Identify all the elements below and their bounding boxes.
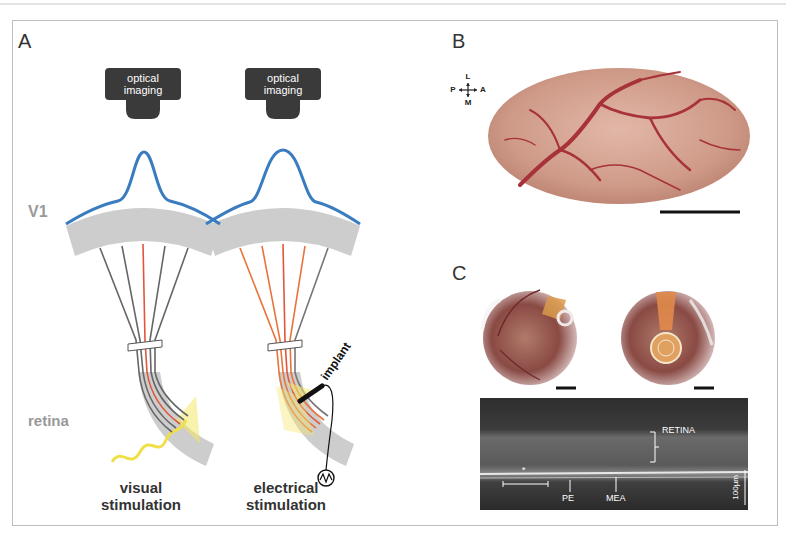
blood-vessels — [505, 72, 740, 190]
oct-annotations — [503, 432, 745, 505]
cortex-photo — [488, 68, 750, 204]
oct-label: RETINA — [662, 426, 695, 436]
oct-label: MEA — [606, 494, 626, 504]
break-mark — [128, 340, 302, 351]
box-text: optical imaging — [248, 72, 318, 96]
mea-reflection — [480, 472, 748, 474]
scale-bar — [556, 387, 576, 390]
implant-label: implant — [318, 341, 353, 384]
region-label: V1 — [28, 203, 48, 221]
optic-fibres — [100, 244, 188, 432]
compass-letter: M — [465, 99, 472, 108]
optical-imaging-box: optical imaging — [105, 68, 181, 100]
panel-letter: A — [18, 30, 31, 52]
activity-curve — [66, 152, 220, 224]
optical-imaging-box: optical imaging — [245, 68, 321, 100]
retina-band — [138, 372, 214, 466]
scale-bar — [694, 387, 714, 390]
condition-label: visual stimulation — [85, 480, 197, 513]
compass-letter: L — [466, 73, 471, 82]
oct-label: PE — [562, 494, 574, 504]
oct-label: * — [522, 466, 526, 476]
region-label: retina — [28, 413, 69, 430]
compass-letter: A — [480, 86, 486, 95]
condition-label: electrical stimulation — [222, 480, 350, 513]
implant-rod — [300, 386, 322, 401]
implant-wire — [322, 385, 333, 470]
fundus-photo — [621, 291, 715, 385]
stimulator-symbol — [320, 474, 332, 482]
oct-image — [480, 398, 748, 510]
compass — [459, 83, 477, 97]
light-spot — [176, 396, 200, 444]
v1-cortex — [66, 208, 360, 256]
panel-letter: B — [452, 30, 465, 52]
figure-frame — [13, 21, 778, 526]
panel-letter: C — [452, 262, 466, 284]
box-text: optical imaging — [108, 72, 178, 96]
top-rule — [0, 4, 786, 5]
fundus-photo — [482, 290, 577, 385]
scale-bar — [660, 211, 740, 214]
activity-curve — [206, 150, 360, 224]
stimulator-symbol — [318, 470, 334, 486]
pe-layer — [480, 477, 748, 478]
camera-lens — [266, 98, 300, 119]
compass-letter: P — [450, 86, 455, 95]
camera-lens — [126, 98, 160, 119]
scale-label: 100µm — [732, 475, 741, 500]
